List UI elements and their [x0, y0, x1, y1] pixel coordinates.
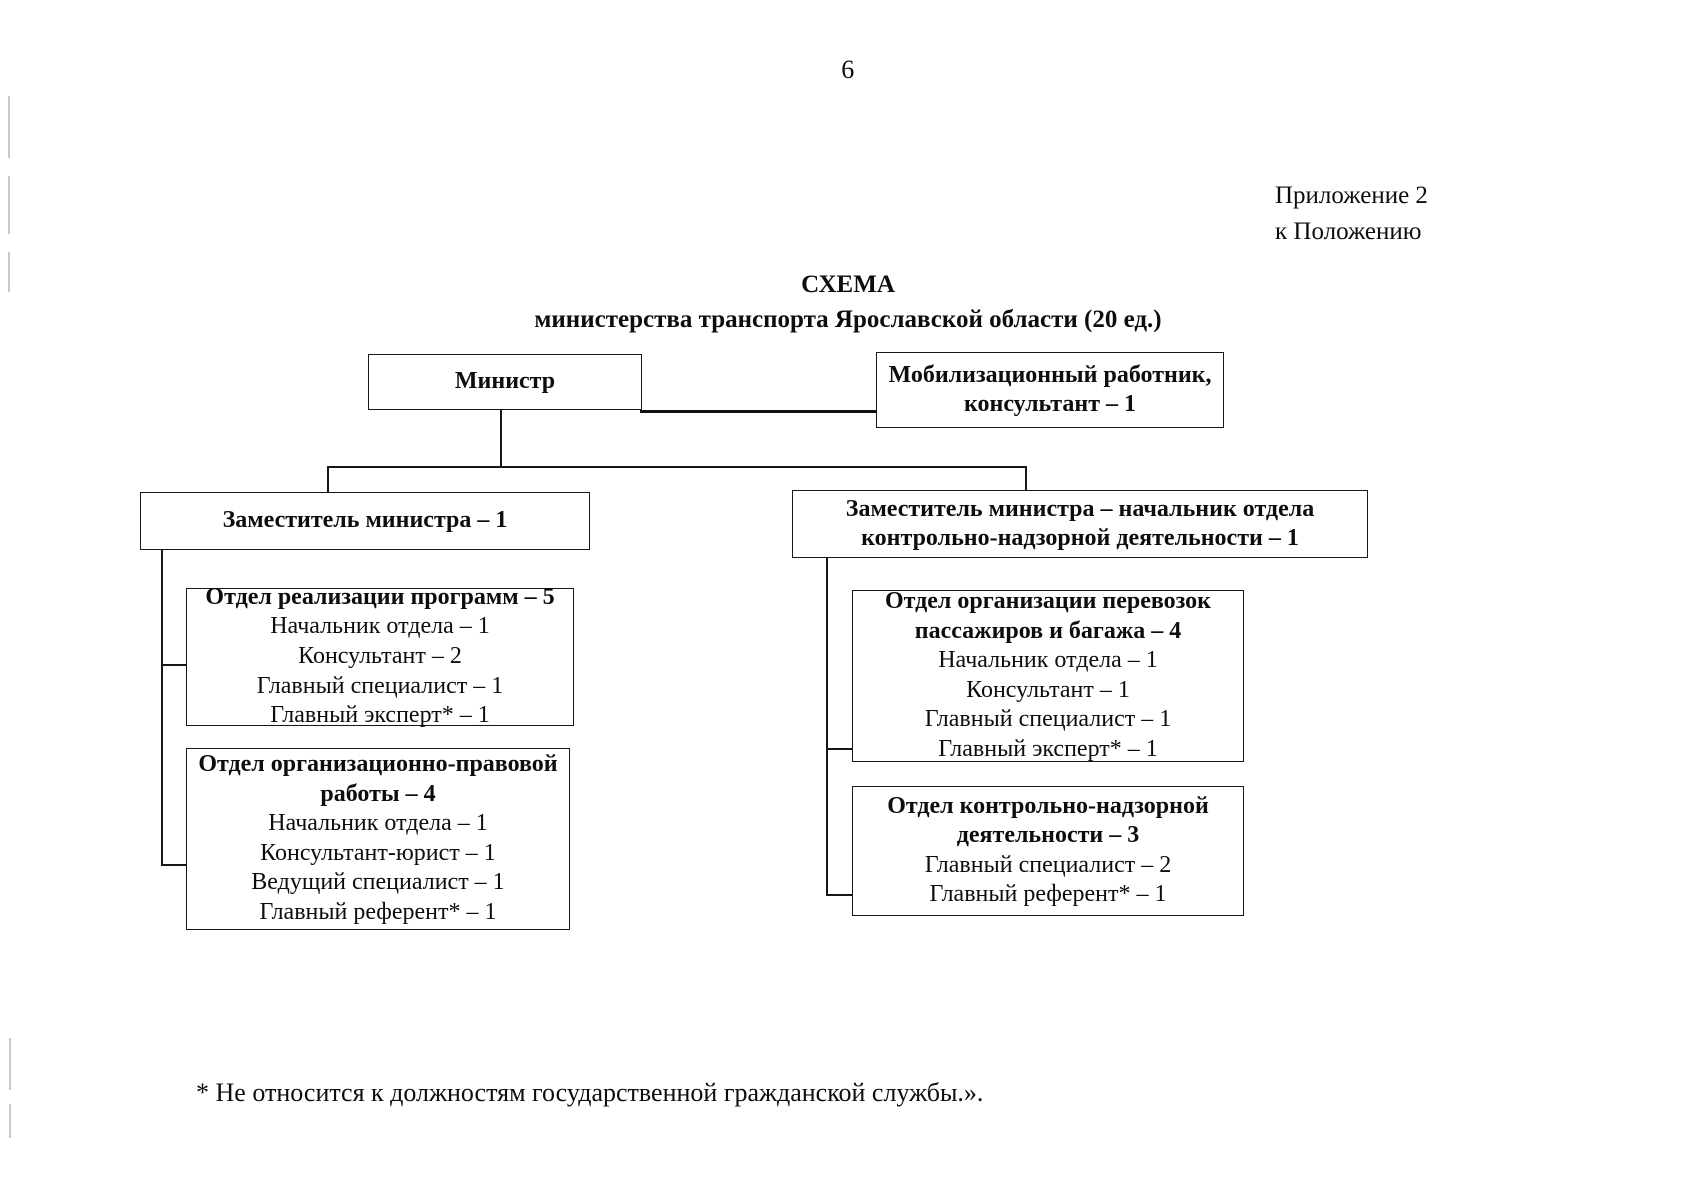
- appendix-reference: Приложение 2 к Положению: [1275, 182, 1428, 245]
- footnote: * Не относится к должностям государствен…: [196, 1078, 984, 1107]
- scan-artifact: [9, 1038, 11, 1090]
- connector-deputy-bus: [327, 466, 1027, 468]
- connector-minister-to-mobilization: [640, 410, 962, 413]
- node-dept-passenger-transport-title: Отдел организации перевозок пассажиров и…: [884, 588, 1212, 644]
- node-deputy-minister-title: Заместитель министра – 1: [222, 507, 508, 534]
- node-dept-control-supervision-title: Отдел контрольно-надзорной деятельности …: [887, 792, 1209, 849]
- node-dept-program-implementation-roles: Начальник отдела – 1 Консультант – 2 Гла…: [256, 613, 504, 729]
- connector-left-spine: [161, 548, 163, 866]
- connector-right-spine: [826, 556, 828, 896]
- connector-right-stub-control: [826, 894, 854, 896]
- node-dept-passenger-transport[interactable]: Отдел организации перевозок пассажиров и…: [852, 588, 1244, 763]
- node-dept-legal-work[interactable]: Отдел организационно-правовой работы – 4…: [186, 748, 570, 930]
- scan-artifact: [8, 96, 10, 158]
- node-dept-legal-work-title: Отдел организационно-правовой работы – 4: [198, 751, 558, 807]
- scan-artifact: [9, 1104, 11, 1138]
- node-dept-passenger-transport-roles: Начальник отдела – 1 Консультант – 1 Гла…: [924, 646, 1172, 763]
- connector-left-stub-programs: [161, 664, 187, 666]
- node-dept-program-implementation[interactable]: Отдел реализации программ – 5 Начальник …: [186, 584, 574, 728]
- page-number: 6: [841, 55, 855, 84]
- node-mobilization-worker[interactable]: Мобилизационный работник, консультант – …: [876, 352, 1224, 428]
- node-deputy-minister-control-title: Заместитель министра – начальник отдела …: [845, 495, 1315, 551]
- node-minister-title: Министр: [454, 368, 556, 395]
- connector-left-stub-legal: [161, 864, 187, 866]
- scan-artifact: [8, 176, 10, 234]
- node-deputy-minister-control[interactable]: Заместитель министра – начальник отдела …: [792, 490, 1368, 558]
- node-mobilization-worker-title: Мобилизационный работник, консультант – …: [888, 361, 1212, 417]
- page-title: СХЕМА министерства транспорта Ярославско…: [0, 268, 1696, 337]
- connector-bus-to-deputy-right: [1025, 466, 1027, 494]
- node-dept-legal-work-roles: Начальник отдела – 1 Консультант-юрист –…: [251, 809, 505, 926]
- page-title-line2: министерства транспорта Ярославской обла…: [534, 305, 1162, 333]
- node-dept-control-supervision[interactable]: Отдел контрольно-надзорной деятельности …: [852, 786, 1244, 916]
- page-title-line1: СХЕМА: [801, 271, 895, 298]
- scan-artifact: [8, 252, 10, 292]
- node-deputy-minister[interactable]: Заместитель министра – 1: [140, 492, 590, 550]
- connector-minister-drop: [500, 394, 502, 468]
- connector-right-stub-transport: [826, 748, 854, 750]
- node-minister[interactable]: Министр: [368, 354, 642, 410]
- node-dept-program-implementation-title: Отдел реализации программ – 5: [205, 583, 555, 610]
- node-dept-control-supervision-roles: Главный специалист – 2 Главный референт*…: [924, 851, 1172, 908]
- connector-bus-to-deputy-left: [327, 466, 329, 494]
